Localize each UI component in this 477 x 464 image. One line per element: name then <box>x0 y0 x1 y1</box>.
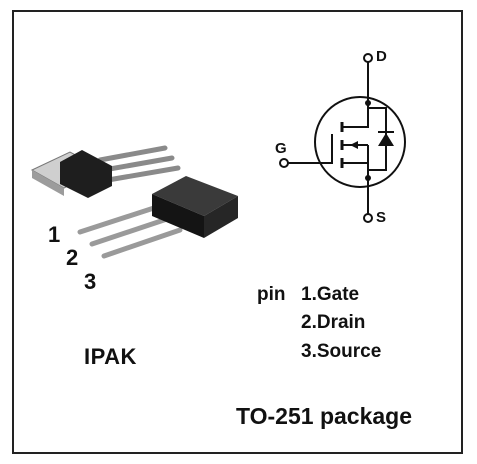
ipak-package-front <box>77 176 238 259</box>
pin-list-item-2: 2.Drain <box>301 312 366 333</box>
back-leads <box>97 145 181 183</box>
front-body-face <box>152 194 204 238</box>
gate-label: G <box>275 140 287 157</box>
pin-list-prefix: pin <box>257 284 286 305</box>
diode-triangle <box>378 133 394 146</box>
mosfet-filled-marks <box>350 100 394 181</box>
ipak-package-back <box>30 145 181 198</box>
back-body <box>60 150 112 198</box>
drain-label: D <box>376 48 387 65</box>
source-node-dot <box>365 175 371 181</box>
source-terminal <box>363 213 373 223</box>
drain-node-dot <box>365 100 371 106</box>
gate-lead <box>288 134 333 164</box>
drain-channel-link <box>342 103 369 128</box>
pin-number-3: 3 <box>84 269 97 294</box>
source-channel-link <box>342 162 369 178</box>
drain-terminal <box>363 53 373 63</box>
pin-number-1: 1 <box>48 222 61 247</box>
back-tab-edge <box>32 170 64 196</box>
front-body-top <box>152 176 238 216</box>
pin-list-item-1: 1.Gate <box>301 284 360 305</box>
package-caption: TO-251 package <box>236 403 413 429</box>
gate-terminal <box>279 158 289 168</box>
channel-arrow <box>350 141 358 149</box>
pin-number-2: 2 <box>66 245 79 270</box>
pin-list-item-3: 3.Source <box>301 341 382 362</box>
package-name: IPAK <box>84 344 137 369</box>
mosfet-circle <box>314 96 406 188</box>
front-body-side <box>204 196 238 238</box>
front-leads <box>77 203 183 259</box>
source-label: S <box>376 209 387 226</box>
